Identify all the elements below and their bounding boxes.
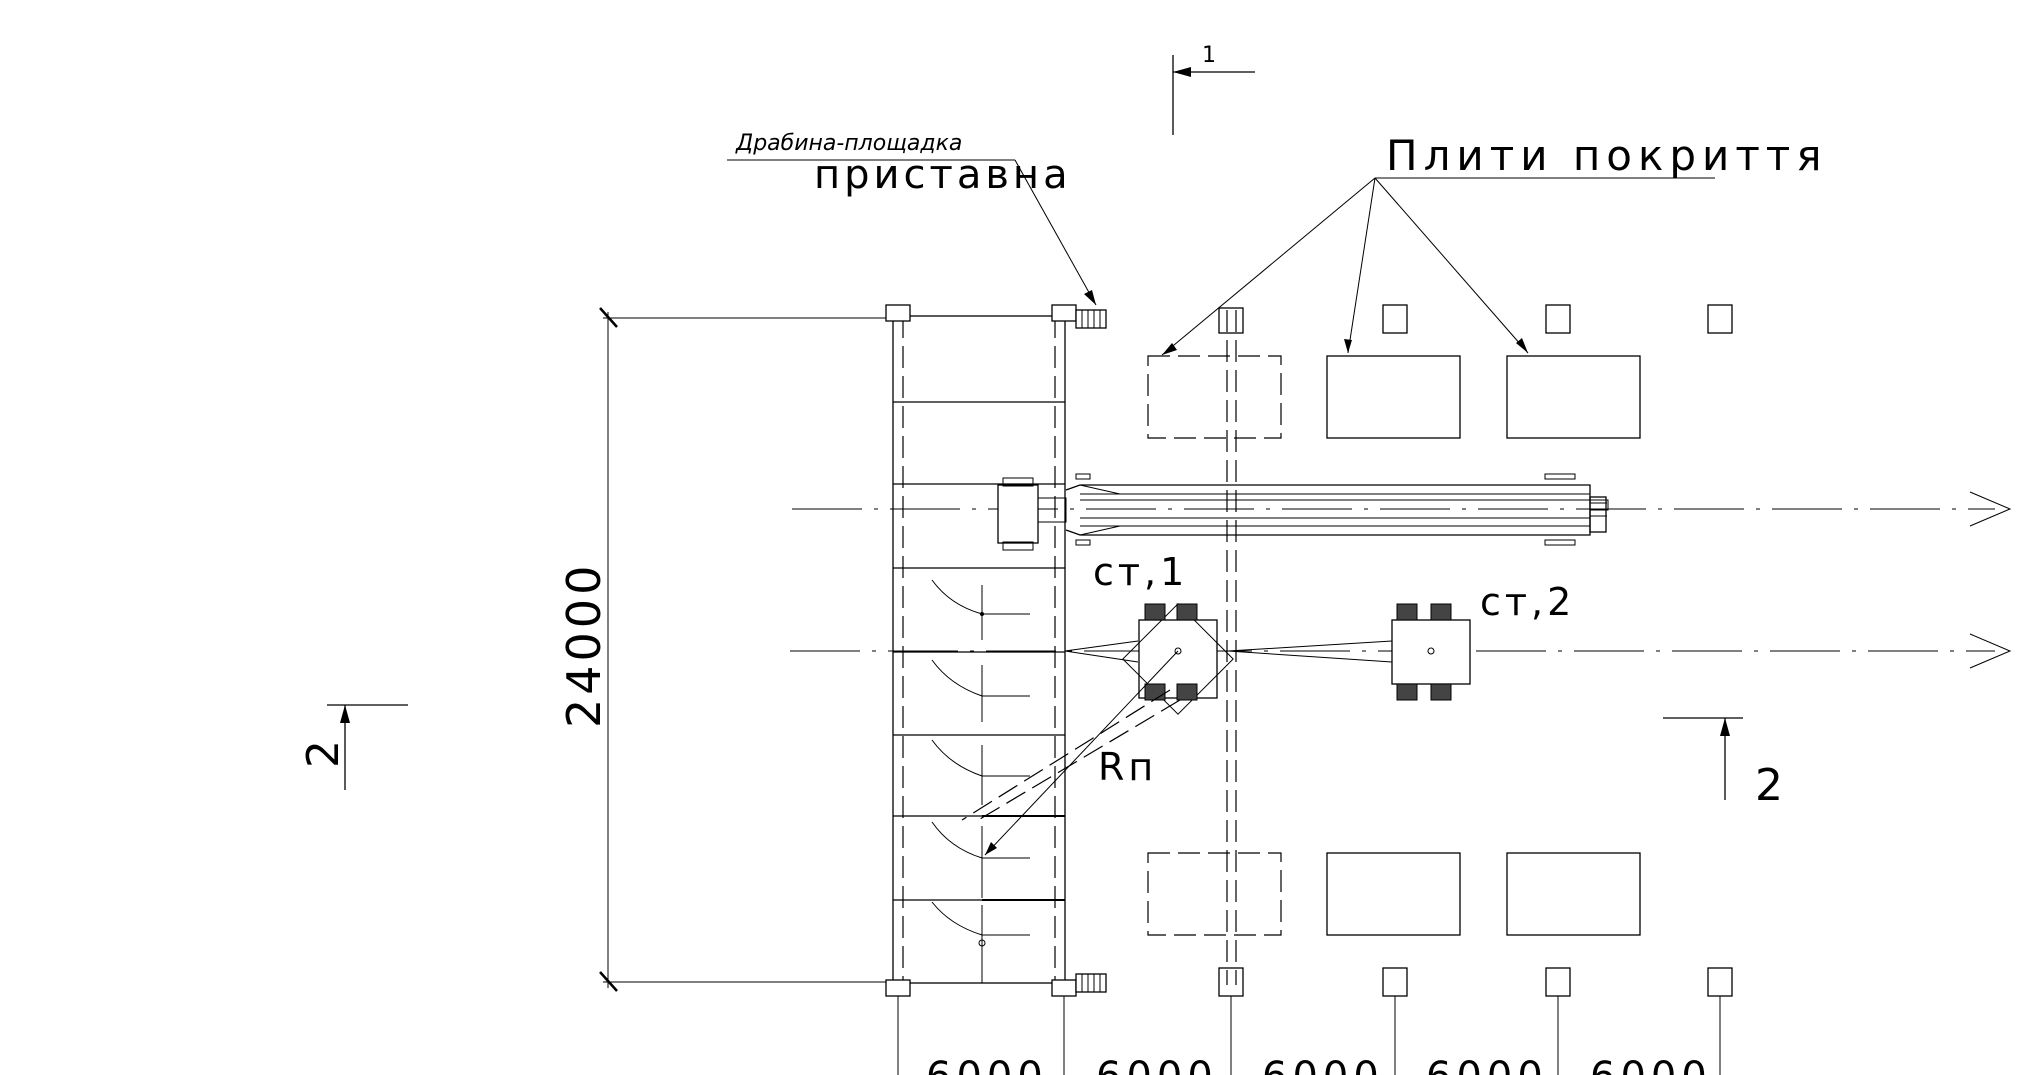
bay-dim-2: 6000 <box>1096 1054 1218 1075</box>
dimension-24000-label: 24000 <box>557 562 611 728</box>
crane-reach-lines <box>961 640 1393 856</box>
vertical-axis <box>1226 310 1237 985</box>
bay-dim-3: 6000 <box>1262 1054 1384 1075</box>
crane-station-1 <box>1122 603 1234 715</box>
slab-bottom-3 <box>1506 852 1641 936</box>
ladder-label-line2: приставна <box>814 152 1072 198</box>
top-columns <box>1218 304 1733 334</box>
radius-label: Rп <box>1098 745 1157 789</box>
slab-dashed-top <box>1147 355 1282 439</box>
slab-bottom-2 <box>1326 852 1461 936</box>
slabs-label: Плити покриття <box>1386 131 1828 180</box>
ladder-bottom <box>1075 973 1107 993</box>
slab-rigging <box>931 579 1030 983</box>
slab-leaders <box>1161 177 1715 356</box>
bay-outline <box>892 315 1066 984</box>
section-2-right-label: 2 <box>1755 760 1783 811</box>
section-marker-2-right <box>1663 717 1743 800</box>
section-1-label: 1 <box>1202 43 1216 68</box>
ladder-top <box>1075 309 1107 329</box>
ladder-leader <box>727 159 1097 306</box>
ladder-label-line1: Драбина-площадка <box>735 131 962 156</box>
section-2-left-label: 2 <box>298 740 349 768</box>
bay-dimension-ticks <box>897 996 1721 1075</box>
crane-boom <box>997 473 1609 551</box>
dimension-24000 <box>599 307 886 992</box>
bay-dim-4: 6000 <box>1426 1054 1548 1075</box>
slab-top-3 <box>1506 355 1641 439</box>
station-2-label: ст,2 <box>1480 580 1575 624</box>
section-marker-1 <box>1172 55 1255 135</box>
bottom-columns <box>1218 967 1733 997</box>
bay-columns <box>885 304 1077 997</box>
crane-base <box>997 484 1039 544</box>
bay-dimension-labels: 6000 6000 6000 6000 6000 <box>926 1054 1712 1075</box>
roof-slabs-top <box>1147 355 1641 439</box>
roof-slabs-bottom <box>1147 852 1641 936</box>
slab-top-2 <box>1326 355 1461 439</box>
storage-bay <box>892 315 1066 984</box>
axis-arrow-2 <box>1969 633 2012 669</box>
bay-dim-5: 6000 <box>1590 1054 1712 1075</box>
section-marker-2-left <box>327 704 408 790</box>
slab-dashed-bottom <box>1147 852 1282 936</box>
axis-arrow-1 <box>1969 491 2012 527</box>
bay-dim-1: 6000 <box>926 1054 1048 1075</box>
station-1-label: ст,1 <box>1093 550 1188 594</box>
crane-station-2 <box>1391 603 1471 701</box>
